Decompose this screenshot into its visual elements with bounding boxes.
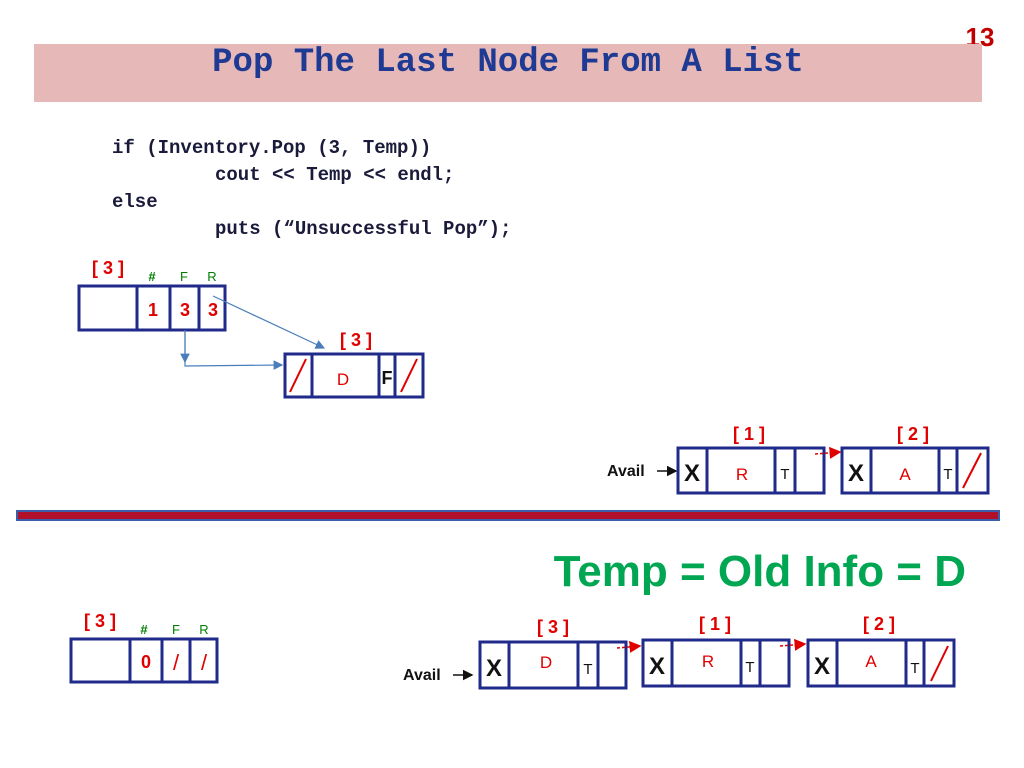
code-line-3: else	[112, 191, 158, 213]
top-avail-node-1-index: [ 1 ]	[733, 424, 765, 444]
bottom-front-value: /	[173, 650, 180, 675]
top-rear-value: 3	[208, 300, 218, 320]
null-slash-icon	[289, 358, 307, 393]
top-count-value: 1	[148, 300, 158, 320]
bottom-avail-node-3-index: [ 2 ]	[863, 614, 895, 634]
node-d-info: D	[337, 370, 349, 389]
bottom-avail-node-2-flag: T	[745, 659, 754, 676]
bottom-avail-node-3-mark: X	[814, 653, 830, 680]
top-avail-label: Avail	[607, 463, 645, 480]
top-avail-node-2-mark: X	[848, 460, 864, 487]
code-line-1: if (Inventory.Pop (3, Temp))	[112, 137, 432, 159]
bottom-field-label-count: #	[140, 622, 148, 637]
top-avail-node-1: [ 1 ] X R T	[676, 424, 826, 495]
bottom-avail-node-1-flag: T	[583, 661, 592, 678]
bottom-list-header: [ 3 ] # F R 0 / /	[69, 611, 219, 684]
top-avail-node-1-mark: X	[684, 460, 700, 487]
bottom-avail-label: Avail	[403, 667, 441, 684]
bottom-header-index: [ 3 ]	[84, 611, 116, 631]
top-avail-node-1-info: R	[736, 465, 748, 484]
bottom-avail-node-1-index: [ 3 ]	[537, 617, 569, 637]
bottom-avail-node-2: [ 1 ] X R T	[641, 614, 791, 688]
top-header-index: [ 3 ]	[92, 258, 124, 278]
code-block: if (Inventory.Pop (3, Temp)) cout << Tem…	[112, 135, 511, 243]
top-avail-node-2-index: [ 2 ]	[897, 424, 929, 444]
top-field-label-rear: R	[207, 269, 216, 284]
bottom-avail-node-3-info: A	[865, 652, 877, 671]
null-slash-icon	[930, 645, 949, 682]
code-line-2: cout << Temp << endl;	[215, 164, 455, 186]
bottom-avail-node-1-info: D	[540, 653, 552, 672]
top-avail-node-2-flag: T	[943, 466, 952, 483]
top-avail-link-arrow	[814, 446, 842, 459]
slide-title: Pop The Last Node From A List	[212, 44, 804, 82]
top-field-label-front: F	[180, 269, 188, 284]
section-divider	[16, 510, 1000, 521]
bottom-avail-node-1: [ 3 ] X D T	[478, 617, 628, 690]
top-avail-node-2-info: A	[899, 465, 911, 484]
top-avail-node-1-flag: T	[780, 466, 789, 483]
bottom-rear-value: /	[201, 650, 208, 675]
top-front-value: 3	[180, 300, 190, 320]
top-node-d: [ 3 ] D F	[283, 330, 425, 399]
bottom-avail-node-3-flag: T	[910, 660, 919, 677]
node-d-flag: F	[382, 368, 393, 388]
null-slash-icon	[962, 452, 982, 489]
top-field-label-count: #	[148, 269, 156, 284]
code-line-4: puts (“Unsuccessful Pop”);	[215, 218, 512, 240]
bottom-avail-node-3: [ 2 ] X A T	[806, 614, 956, 688]
node-d-index: [ 3 ]	[340, 330, 372, 350]
null-slash-icon	[400, 358, 418, 393]
bottom-avail-node-2-index: [ 1 ]	[699, 614, 731, 634]
front-pointer-arrow	[184, 330, 284, 370]
bottom-avail-node-1-mark: X	[486, 655, 502, 682]
title-bar	[34, 44, 982, 102]
top-avail-node-2: [ 2 ] X A T	[840, 424, 990, 495]
bottom-field-label-rear: R	[199, 622, 208, 637]
top-list-header: [ 3 ] # F R 1 3 3	[77, 258, 227, 332]
bottom-count-value: 0	[141, 652, 151, 672]
rear-pointer-arrow	[212, 295, 326, 349]
bottom-avail-link-arrow-2	[779, 638, 807, 651]
result-text: Temp = Old Info = D	[554, 547, 966, 596]
bottom-avail-node-2-mark: X	[649, 653, 665, 680]
bottom-avail-link-arrow-1	[616, 640, 642, 653]
bottom-avail-node-2-info: R	[702, 652, 714, 671]
bottom-field-label-front: F	[172, 622, 180, 637]
